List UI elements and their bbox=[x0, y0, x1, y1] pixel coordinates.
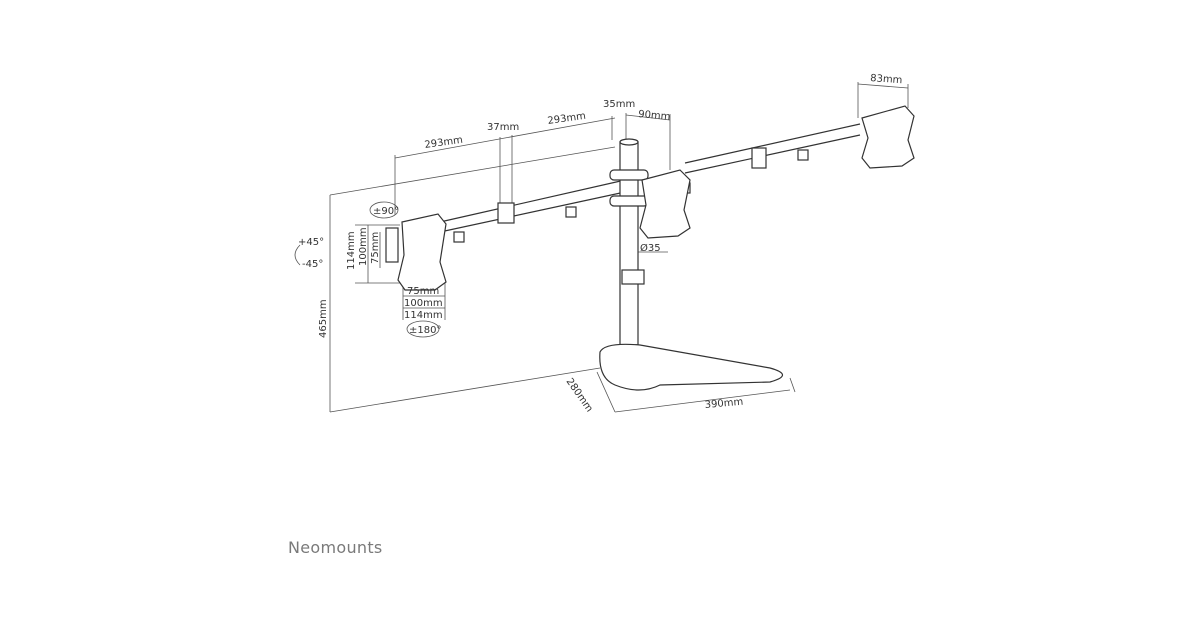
dim-vesa-w-100: 100mm bbox=[404, 298, 443, 309]
dim-vesa-w-114: 114mm bbox=[404, 310, 443, 321]
dimension-lines bbox=[294, 82, 909, 413]
dim-vesa-w-75: 75mm bbox=[407, 286, 439, 297]
dim-vesa-h-75: 75mm bbox=[370, 232, 381, 264]
dim-pole-diameter: Ø35 bbox=[640, 242, 661, 254]
dim-rotation: ±180° bbox=[409, 325, 441, 336]
dim-vesa-h-114: 114mm bbox=[346, 231, 357, 270]
dim-swivel: ±90° bbox=[373, 206, 399, 217]
dim-clamp-width: 37mm bbox=[487, 122, 519, 133]
swivel-icon bbox=[369, 201, 399, 219]
left-tilt-bracket bbox=[385, 227, 399, 263]
base bbox=[599, 343, 784, 391]
dim-arm-right: 293mm bbox=[547, 111, 587, 127]
dim-pole-offset: 35mm bbox=[603, 99, 635, 110]
left-monitor-plate bbox=[397, 213, 447, 291]
dim-base-width: 390mm bbox=[704, 397, 743, 411]
dim-tilt-up: +45° bbox=[298, 237, 324, 248]
rotation-icon bbox=[406, 320, 440, 338]
center-monitor-plate bbox=[639, 169, 691, 239]
dim-vesa-h-100: 100mm bbox=[358, 227, 369, 266]
dim-right-plate-depth: 83mm bbox=[870, 73, 903, 86]
brand-logo: Neomounts bbox=[288, 538, 383, 557]
dim-arm-left: 293mm bbox=[424, 135, 464, 151]
pole bbox=[609, 138, 649, 355]
dim-arm-offset: 90mm bbox=[638, 109, 671, 123]
dim-base-depth: 280mm bbox=[564, 376, 595, 414]
dim-height: 465mm bbox=[318, 299, 329, 338]
right-monitor-plate bbox=[861, 105, 915, 169]
dim-tilt-down: -45° bbox=[302, 259, 323, 270]
arm-assembly bbox=[439, 123, 861, 243]
